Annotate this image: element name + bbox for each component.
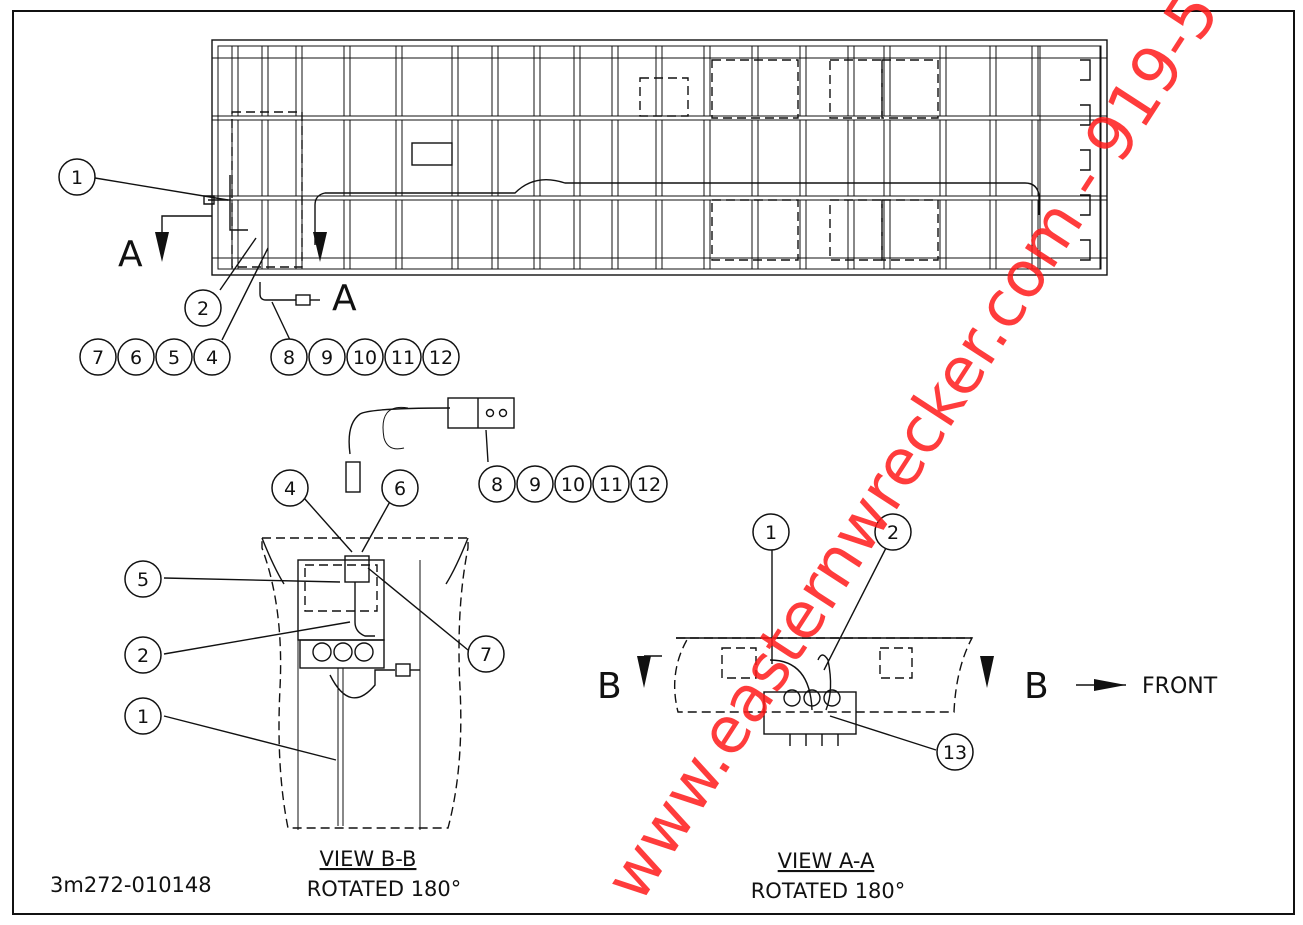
callout-circle <box>193 338 231 376</box>
callout-circle <box>516 465 554 503</box>
callout-number: 11 <box>599 474 623 496</box>
callout-balloon-1: 1 <box>58 158 96 196</box>
callout-balloon-5: 5 <box>124 560 162 598</box>
callout-number: 8 <box>491 474 503 496</box>
trailer-frame-plan: A A <box>118 39 1108 319</box>
section-mark-b-left: B <box>597 666 622 707</box>
callout-number: 5 <box>137 569 149 591</box>
callout-circle <box>752 513 790 551</box>
callout-circle <box>271 469 309 507</box>
callout-circle <box>467 635 505 673</box>
callout-number: 12 <box>429 347 453 369</box>
callout-circle <box>381 469 419 507</box>
callout-number: 5 <box>168 347 180 369</box>
callout-number: 2 <box>197 298 209 320</box>
callout-balloon-4: 4 <box>271 469 309 507</box>
callout-balloon-5: 5 <box>155 338 193 376</box>
callout-circle <box>270 338 308 376</box>
callout-balloon-9: 9 <box>516 465 554 503</box>
callout-circle <box>117 338 155 376</box>
callout-number: 4 <box>206 347 218 369</box>
callout-number: 9 <box>321 347 333 369</box>
callout-number: 10 <box>353 347 377 369</box>
front-label: FRONT <box>1142 674 1218 699</box>
callout-balloon-2: 2 <box>874 513 912 551</box>
callout-circle <box>554 465 592 503</box>
callout-balloon-7: 7 <box>467 635 505 673</box>
callout-balloon-11: 11 <box>592 465 630 503</box>
callout-circle <box>422 338 460 376</box>
view-aa-subtitle: ROTATED 180° <box>751 879 906 903</box>
watermark: www.easternwrecker.com - 919-5 <box>591 0 1234 914</box>
callout-number: 2 <box>887 522 899 544</box>
callout-balloon-8: 8 <box>478 465 516 503</box>
callout-balloon-13: 13 <box>936 733 974 771</box>
drawing-number: 3m272-010148 <box>50 873 212 897</box>
callout-number: 9 <box>529 474 541 496</box>
callout-circle <box>308 338 346 376</box>
callout-balloon-9: 9 <box>308 338 346 376</box>
callout-balloon-1: 1 <box>124 697 162 735</box>
callout-number: 1 <box>137 706 149 728</box>
callout-number: 7 <box>480 644 492 666</box>
callout-number: 11 <box>391 347 415 369</box>
drawing-border <box>12 10 1295 915</box>
callout-number: 7 <box>92 347 104 369</box>
callout-number: 13 <box>943 742 967 764</box>
section-mark-b-right: B <box>1024 666 1049 707</box>
callout-number: 1 <box>765 522 777 544</box>
callout-circle <box>478 465 516 503</box>
callout-circle <box>630 465 668 503</box>
callout-circle <box>184 289 222 327</box>
callout-circle <box>384 338 422 376</box>
callout-balloon-12: 12 <box>422 338 460 376</box>
callout-balloon-10: 10 <box>554 465 592 503</box>
view-bb-drawing <box>261 397 515 830</box>
callout-circle <box>592 465 630 503</box>
callout-number: 4 <box>284 478 296 500</box>
callout-circle <box>346 338 384 376</box>
callout-balloon-8: 8 <box>270 338 308 376</box>
callout-number: 6 <box>130 347 142 369</box>
callout-balloon-10: 10 <box>346 338 384 376</box>
callout-balloon-2: 2 <box>184 289 222 327</box>
callout-number: 2 <box>137 645 149 667</box>
view-aa-title: VIEW A-A <box>778 849 875 873</box>
callout-circle <box>936 733 974 771</box>
callout-balloon-11: 11 <box>384 338 422 376</box>
callout-number: 10 <box>561 474 585 496</box>
callout-circle <box>79 338 117 376</box>
callout-balloon-6: 6 <box>381 469 419 507</box>
callout-balloon-4: 4 <box>193 338 231 376</box>
callout-circle <box>58 158 96 196</box>
view-aa-drawing: B B FRONT <box>597 637 1218 746</box>
callout-number: 1 <box>71 167 83 189</box>
section-mark-a-left: A <box>118 234 143 275</box>
callout-balloon-2: 2 <box>124 636 162 674</box>
callout-circle <box>874 513 912 551</box>
callout-number: 6 <box>394 478 406 500</box>
callout-balloon-6: 6 <box>117 338 155 376</box>
callout-number: 12 <box>637 474 661 496</box>
view-bb-title: VIEW B-B <box>320 847 417 871</box>
callout-balloon-1: 1 <box>752 513 790 551</box>
callout-circle <box>124 560 162 598</box>
section-mark-a-right: A <box>332 278 357 319</box>
view-bb-subtitle: ROTATED 180° <box>307 877 462 901</box>
callout-circle <box>155 338 193 376</box>
callout-balloon-7: 7 <box>79 338 117 376</box>
callout-number: 8 <box>283 347 295 369</box>
callout-circle <box>124 697 162 735</box>
callout-balloon-12: 12 <box>630 465 668 503</box>
callout-circle <box>124 636 162 674</box>
